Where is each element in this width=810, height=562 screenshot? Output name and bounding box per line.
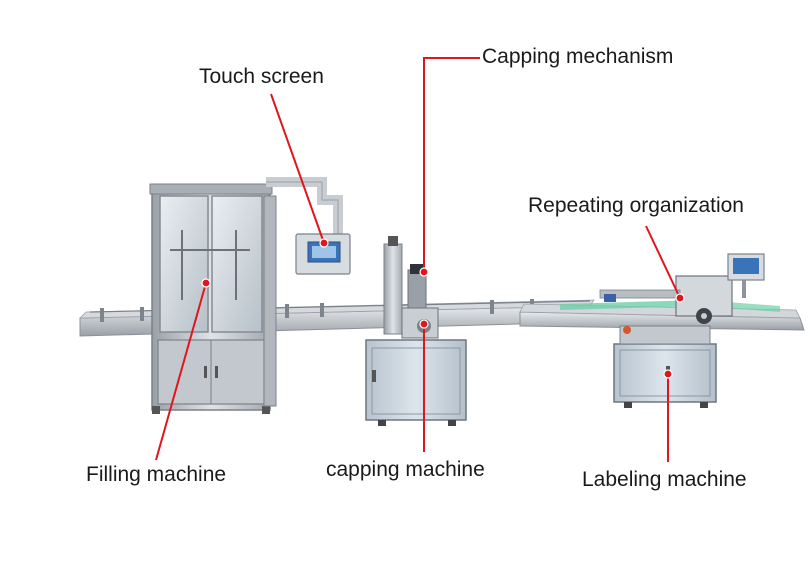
label-filling-machine: Filling machine — [86, 463, 227, 486]
label-repeating-organization: Repeating organization — [528, 194, 744, 217]
dot-labeling-machine — [663, 369, 673, 379]
leader-lines — [155, 57, 681, 462]
leader-touch-screen — [270, 93, 325, 244]
dot-capping-machine — [419, 319, 429, 329]
dot-touch-screen — [319, 238, 329, 248]
filling-machine — [149, 183, 277, 414]
labeling-machine — [599, 253, 765, 408]
label-capping-machine: capping machine — [326, 458, 485, 481]
label-touch-screen: Touch screen — [199, 65, 324, 88]
leader-repeating-organization — [645, 225, 681, 299]
leader-dots — [201, 238, 685, 379]
label-capping-mechanism: Capping mechanism — [482, 45, 674, 68]
leader-capping-mechanism — [423, 57, 480, 272]
capping-machine — [365, 236, 467, 426]
label-labeling-machine: Labeling machine — [582, 468, 747, 491]
dot-repeating-organization — [675, 293, 685, 303]
leader-filling-machine — [155, 282, 207, 461]
dot-filling-machine — [201, 278, 211, 288]
dot-capping-mechanism — [419, 267, 429, 277]
